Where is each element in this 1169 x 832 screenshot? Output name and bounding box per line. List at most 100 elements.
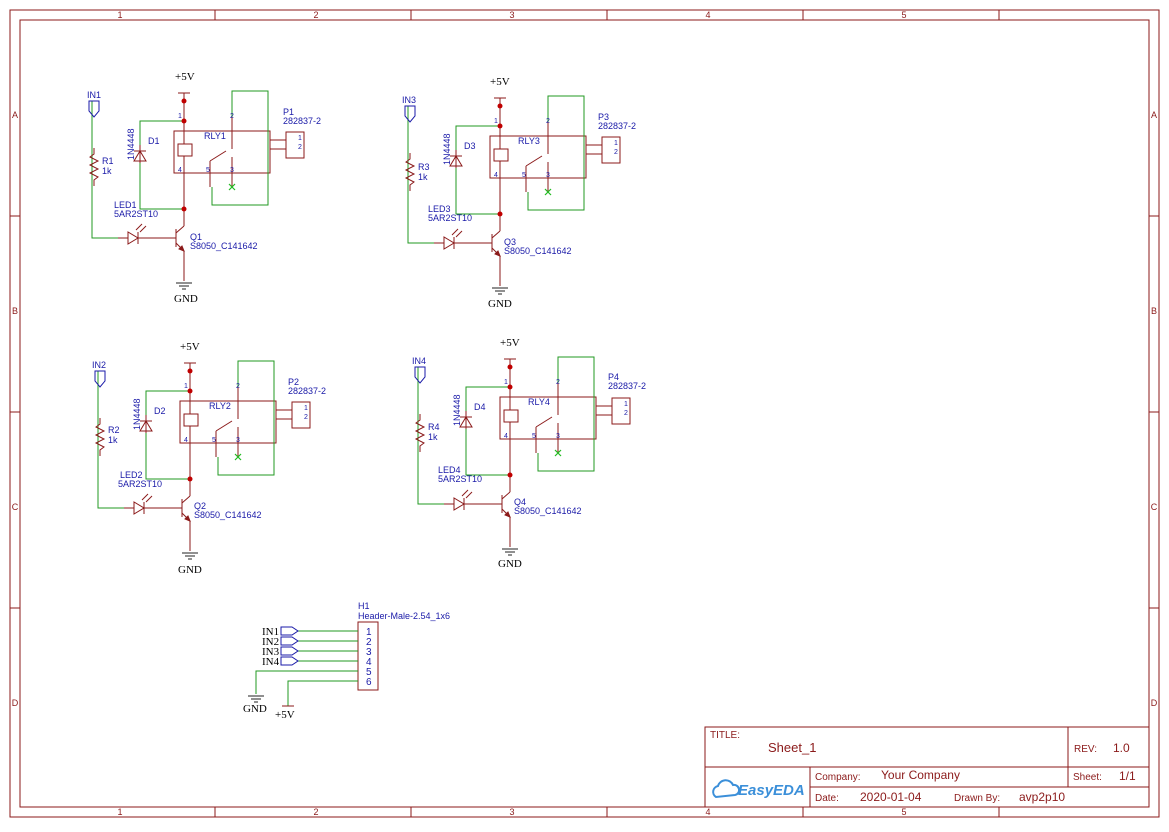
svg-text:2: 2 bbox=[546, 118, 550, 125]
svg-text:2: 2 bbox=[624, 410, 628, 417]
svg-text:P4: P4 bbox=[608, 372, 619, 382]
relay-channel-4 bbox=[414, 356, 631, 556]
svg-text:R3: R3 bbox=[418, 162, 430, 172]
svg-text:1N4448: 1N4448 bbox=[452, 394, 462, 426]
svg-text:5AR2ST10: 5AR2ST10 bbox=[428, 213, 472, 223]
diode-ref: D1 bbox=[148, 136, 160, 146]
svg-text:+5V: +5V bbox=[180, 341, 200, 353]
transistor-ref: Q1 bbox=[190, 232, 202, 242]
zone-col-5-top: 5 bbox=[901, 10, 906, 20]
relay-channel-2 bbox=[94, 360, 311, 560]
connector-ref: P1 bbox=[283, 107, 294, 117]
zone-col-3-top: 3 bbox=[509, 10, 514, 20]
svg-text:282837-2: 282837-2 bbox=[608, 381, 646, 391]
svg-text:1: 1 bbox=[614, 140, 618, 147]
svg-text:3: 3 bbox=[230, 167, 234, 174]
svg-text:IN3: IN3 bbox=[262, 646, 280, 658]
relay-channel-3 bbox=[404, 95, 621, 295]
zone-col-1-bottom: 1 bbox=[117, 807, 122, 817]
svg-text:3: 3 bbox=[366, 647, 372, 658]
channel-1-labels: +5V GND IN1 R1 1k D1 1N4448 RLY1 LED1 5A… bbox=[87, 71, 321, 305]
drawn-by-value: avp2p10 bbox=[1019, 790, 1065, 804]
svg-text:1k: 1k bbox=[428, 432, 438, 442]
svg-text:LED2: LED2 bbox=[120, 470, 143, 480]
header-h1: H1 Header-Male-2.54_1x6 1 2 3 4 5 6 IN1 … bbox=[243, 601, 450, 721]
svg-text:1N4448: 1N4448 bbox=[132, 398, 142, 430]
svg-text:GND: GND bbox=[498, 558, 522, 570]
connector-part: 282837-2 bbox=[283, 116, 321, 126]
svg-text:4: 4 bbox=[178, 167, 182, 174]
svg-text:1: 1 bbox=[178, 113, 182, 120]
resistor-ref: R1 bbox=[102, 156, 114, 166]
svg-text:IN2: IN2 bbox=[92, 360, 106, 370]
zone-row-a-right: A bbox=[1151, 110, 1157, 120]
svg-text:LED4: LED4 bbox=[438, 465, 461, 475]
svg-text:GND: GND bbox=[178, 564, 202, 576]
sheet-label: Sheet: bbox=[1073, 772, 1102, 783]
svg-text:1: 1 bbox=[494, 118, 498, 125]
led-ref: LED1 bbox=[114, 200, 137, 210]
svg-text:LED3: LED3 bbox=[428, 204, 451, 214]
date-label: Date: bbox=[815, 793, 839, 804]
transistor-part: S8050_C141642 bbox=[190, 241, 258, 251]
svg-text:5: 5 bbox=[522, 172, 526, 179]
svg-text:GND: GND bbox=[243, 703, 267, 715]
zone-col-5-bottom: 5 bbox=[901, 807, 906, 817]
date-value: 2020-01-04 bbox=[860, 790, 922, 804]
header-body bbox=[357, 621, 379, 691]
zone-labels: 1 2 3 4 5 1 2 3 4 5 A B C D A B C D bbox=[10, 10, 1159, 817]
svg-text:Q4: Q4 bbox=[514, 497, 526, 507]
zone-col-4-top: 4 bbox=[705, 10, 710, 20]
svg-text:2: 2 bbox=[614, 149, 618, 156]
svg-text:4: 4 bbox=[504, 433, 508, 440]
input-label: IN1 bbox=[87, 90, 101, 100]
svg-text:3: 3 bbox=[236, 437, 240, 444]
svg-text:S8050_C141642: S8050_C141642 bbox=[514, 506, 582, 516]
svg-text:1N4448: 1N4448 bbox=[442, 133, 452, 165]
svg-text:S8050_C141642: S8050_C141642 bbox=[194, 510, 262, 520]
sheet-value: 1/1 bbox=[1119, 769, 1136, 783]
zone-row-c-right: C bbox=[1151, 502, 1158, 512]
zone-row-d-left: D bbox=[12, 698, 19, 708]
svg-text:IN3: IN3 bbox=[402, 95, 416, 105]
svg-text:GND: GND bbox=[488, 298, 512, 310]
svg-text:+5V: +5V bbox=[275, 709, 295, 721]
zone-col-2-bottom: 2 bbox=[313, 807, 318, 817]
resistor-value: 1k bbox=[102, 166, 112, 176]
relay-ref: RLY1 bbox=[204, 131, 226, 141]
svg-text:5: 5 bbox=[212, 437, 216, 444]
svg-text:2: 2 bbox=[366, 637, 372, 648]
outer-frame bbox=[9, 9, 1160, 818]
svg-text:IN4: IN4 bbox=[412, 356, 426, 366]
svg-text:+5V: +5V bbox=[490, 76, 510, 88]
svg-text:5: 5 bbox=[532, 433, 536, 440]
svg-text:2: 2 bbox=[556, 379, 560, 386]
svg-text:D4: D4 bbox=[474, 402, 486, 412]
svg-text:Q2: Q2 bbox=[194, 501, 206, 511]
ground-label: GND bbox=[174, 293, 198, 305]
zone-col-1-top: 1 bbox=[117, 10, 122, 20]
channel-4-labels: +5V GND IN4 R4 1k D4 1N4448 RLY4 LED4 5A… bbox=[412, 337, 646, 570]
svg-text:282837-2: 282837-2 bbox=[288, 386, 326, 396]
inner-frame bbox=[19, 19, 1150, 808]
svg-text:1: 1 bbox=[504, 379, 508, 386]
company-value: Your Company bbox=[881, 768, 960, 782]
svg-text:2: 2 bbox=[236, 383, 240, 390]
svg-text:2: 2 bbox=[298, 144, 302, 151]
svg-text:S8050_C141642: S8050_C141642 bbox=[504, 246, 572, 256]
rev-value: 1.0 bbox=[1113, 741, 1130, 755]
svg-text:3: 3 bbox=[546, 172, 550, 179]
svg-text:RLY3: RLY3 bbox=[518, 136, 540, 146]
svg-text:IN1: IN1 bbox=[262, 626, 279, 638]
svg-text:1k: 1k bbox=[418, 172, 428, 182]
svg-text:5AR2ST10: 5AR2ST10 bbox=[118, 479, 162, 489]
supply-label: +5V bbox=[175, 71, 195, 83]
channel-3-labels: +5V GND IN3 R3 1k D3 1N4448 RLY3 LED3 5A… bbox=[402, 76, 636, 310]
svg-text:4: 4 bbox=[494, 172, 498, 179]
svg-text:1: 1 bbox=[184, 383, 188, 390]
header-ref: H1 bbox=[358, 601, 370, 611]
svg-text:4: 4 bbox=[184, 437, 188, 444]
zone-row-d-right: D bbox=[1151, 698, 1158, 708]
zone-row-a-left: A bbox=[12, 110, 18, 120]
zone-col-4-bottom: 4 bbox=[705, 807, 710, 817]
